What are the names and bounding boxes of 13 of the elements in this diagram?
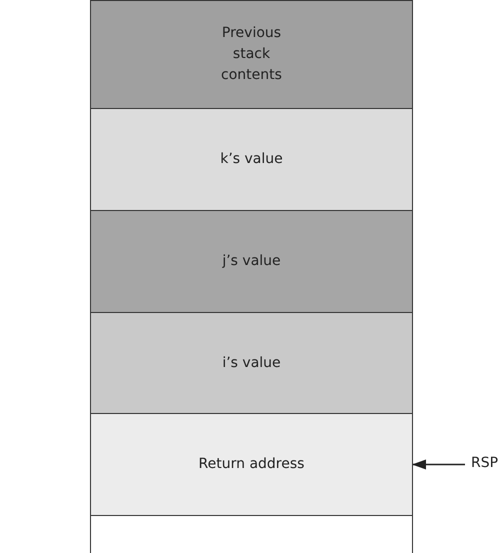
stack-cell [90,312,413,414]
cell-label: k’s value [220,150,283,169]
arrow [412,460,465,470]
stack-cell [90,108,413,211]
cell-label: Return address [198,455,304,474]
stack-cell [90,413,413,516]
stack-cell [90,210,413,313]
cell-label: i’s value [222,354,281,372]
stack-cell [90,0,413,109]
empty-stack-cell [90,515,413,553]
cell-label: Previous stack contents [220,24,283,85]
cell-label: j’s value [222,252,281,271]
register-label: RSP [471,455,498,471]
